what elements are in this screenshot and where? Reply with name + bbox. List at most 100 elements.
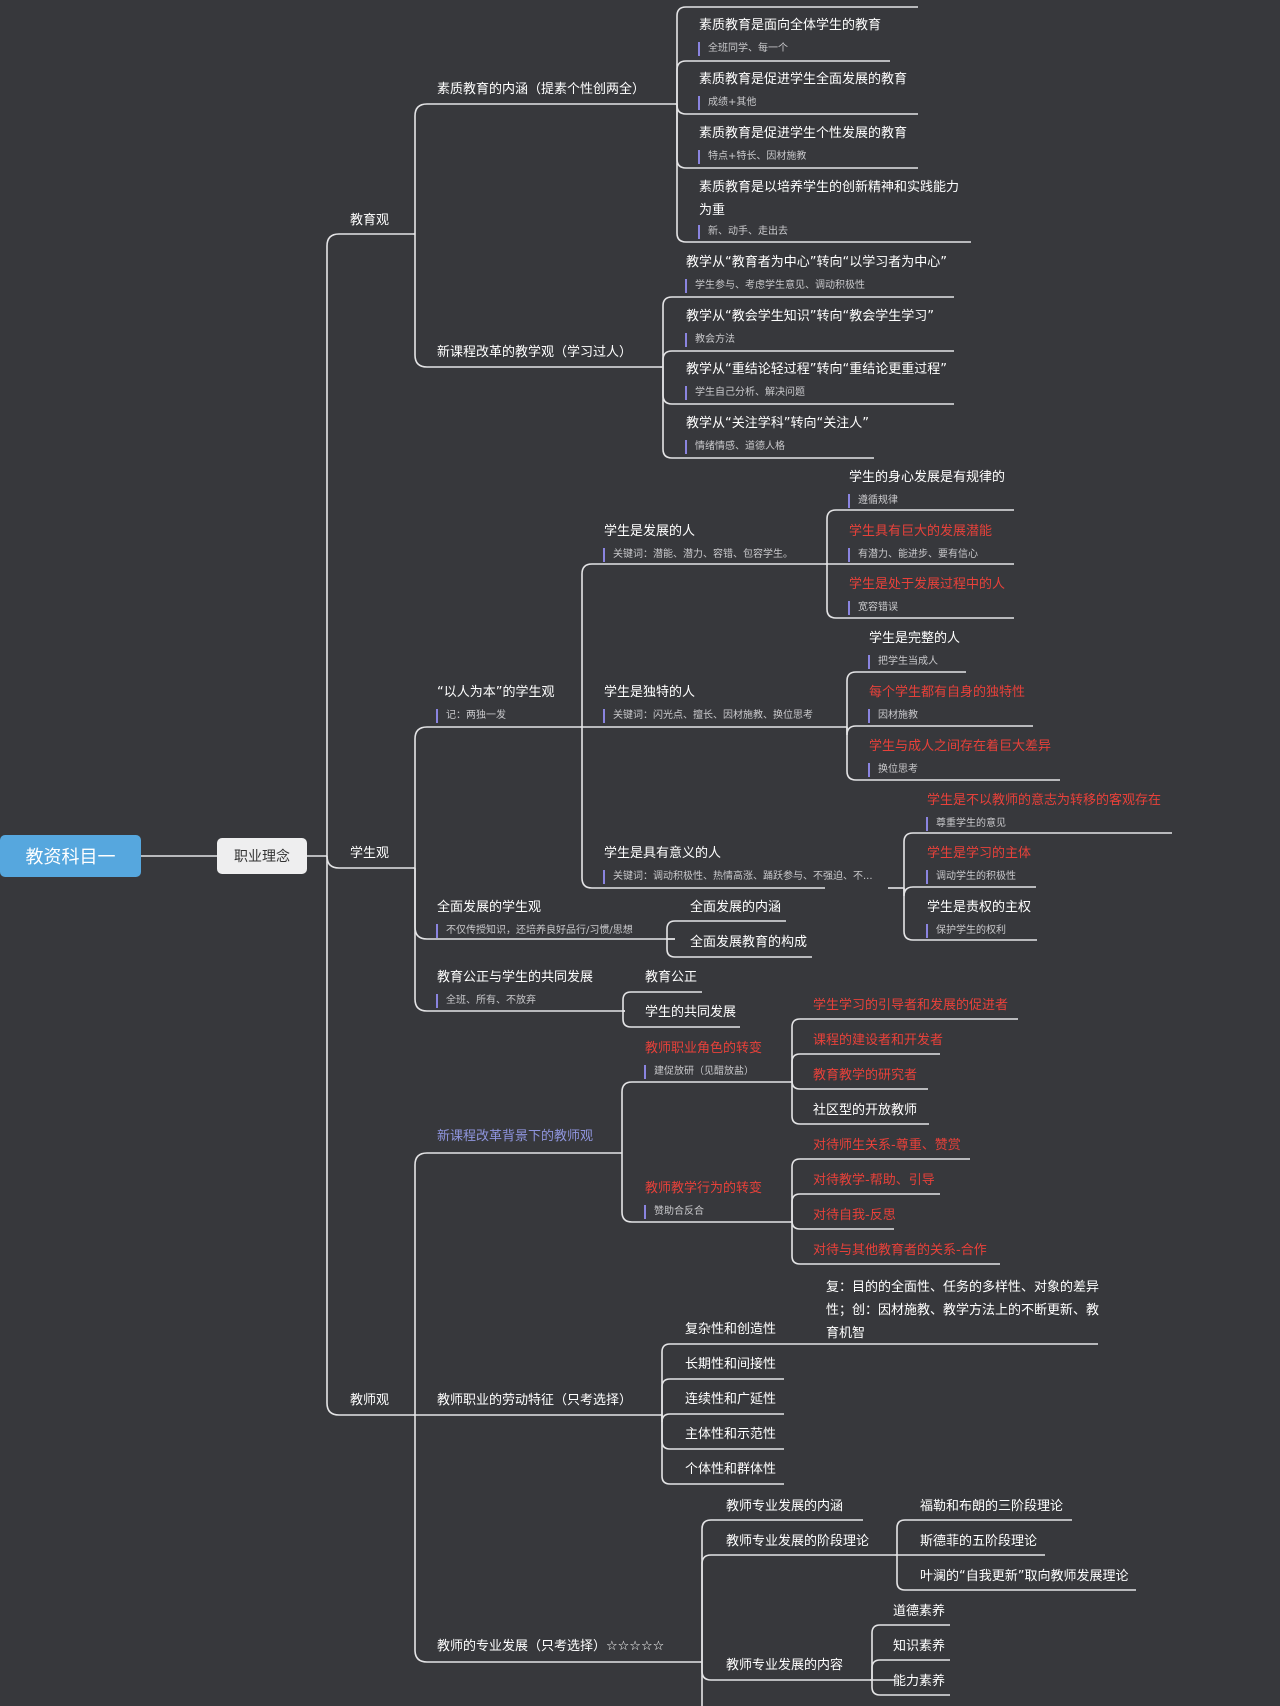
node-people-oriented[interactable]: “以人为本”的学生观 (437, 685, 555, 700)
note: 关键词：潜能、潜力、容错、包容学生。 (603, 548, 793, 562)
node-labor-item[interactable]: 连续性和广延性 (685, 1392, 777, 1407)
node-behavior-item[interactable]: 对待教学-帮助、引导 (813, 1173, 935, 1188)
note: 新、动手、走出去 (698, 225, 788, 239)
note: 学生参与、考虑学生意见、调动积极性 (685, 279, 865, 293)
note: 全班、所有、不放弃 (436, 994, 536, 1008)
connector-branch (662, 367, 874, 459)
node-dev-item[interactable]: 学生是处于发展过程中的人 (849, 577, 1006, 592)
connector-branch (621, 1153, 790, 1223)
node-behavior-item[interactable]: 对待与其他教育者的关系-合作 (813, 1243, 987, 1258)
node-prof-content[interactable]: 教师专业发展的内容 (726, 1658, 844, 1673)
node-all-round-item[interactable]: 全面发展教育的构成 (690, 935, 808, 950)
node-teaching-item[interactable]: 教学从“教会学生知识”转向“教会学生学习” (686, 309, 934, 324)
connector-branch (666, 920, 786, 939)
connector-branch (846, 725, 1033, 736)
node-developing-person[interactable]: 学生是发展的人 (604, 524, 696, 539)
node-professional-dev[interactable]: 教师的专业发展（只考选择）☆☆☆☆☆ (437, 1639, 665, 1654)
node-meaning-item[interactable]: 学生是学习的主体 (927, 846, 1032, 861)
node-quality-item[interactable]: 素质教育是促进学生全面发展的教育 (699, 72, 908, 87)
connector-branch (414, 868, 625, 1012)
node-prof-connotation[interactable]: 教师专业发展的内涵 (726, 1499, 844, 1514)
node-education-view[interactable]: 教育观 (350, 213, 390, 228)
note: 保护学生的权利 (926, 924, 1006, 938)
node-dev-item[interactable]: 学生的身心发展是有规律的 (849, 470, 1006, 485)
node-meaning-item[interactable]: 学生是责权的主权 (927, 900, 1032, 915)
node-labor-desc: 复：目的的全面性、任务的多样性、对象的差异性；创：因材施教、教学方法上的不断更新… (826, 1280, 1100, 1341)
node-meaningful-person[interactable]: 学生是具有意义的人 (604, 846, 722, 861)
node-quality-item[interactable]: 素质教育是以培养学生的创新精神和实践能力为重 (699, 180, 960, 218)
node-labor-item[interactable]: 复杂性和创造性 (685, 1322, 777, 1337)
node-quality-item[interactable]: 素质教育是面向全体学生的教育 (699, 18, 882, 33)
node-role-item[interactable]: 社区型的开放教师 (813, 1103, 918, 1118)
node-labor-features[interactable]: 教师职业的劳动特征（只考选择） (437, 1393, 633, 1408)
connector-branch (701, 1662, 703, 1706)
node-role-item[interactable]: 学生学习的引导者和发展的促进者 (813, 998, 1009, 1013)
connector-branch (622, 1011, 740, 1028)
connector-branch (701, 1554, 895, 1662)
note: 关键词：调动积极性、热情高涨、踊跃参与、不强迫、不... (603, 870, 873, 884)
note: 记：两独一发 (436, 709, 506, 723)
node-behavior-item[interactable]: 对待自我-反思 (813, 1208, 896, 1223)
node-curriculum-teaching-view[interactable]: 新课程改革的教学观（学习过人） (437, 345, 633, 360)
node-role-change[interactable]: 教师职业角色的转变 (645, 1041, 763, 1056)
node-behavior-item[interactable]: 对待师生关系-尊重、赞赏 (813, 1138, 961, 1153)
connector-branch (791, 1080, 928, 1090)
node-labor-item[interactable]: 长期性和间接性 (685, 1357, 777, 1372)
note: 全班同学、每一个 (698, 42, 788, 56)
connector-branch (622, 991, 702, 1011)
connector-branch (661, 1415, 784, 1485)
node-unique-item[interactable]: 每个学生都有自身的独特性 (869, 685, 1026, 700)
connector-branch (791, 1193, 940, 1222)
node-equity[interactable]: 教育公正与学生的共同发展 (437, 970, 594, 985)
connector-branch (871, 1659, 950, 1680)
node-teaching-item[interactable]: 教学从“教育者为中心”转向“以学习者为中心” (686, 255, 947, 270)
node-equity-item[interactable]: 学生的共同发展 (645, 1005, 737, 1020)
node-prof-stage-theory[interactable]: 教师专业发展的阶段理论 (726, 1534, 870, 1549)
note: 教会方法 (685, 333, 735, 347)
connector-branch (791, 1220, 894, 1230)
node-all-round-item[interactable]: 全面发展的内涵 (690, 900, 782, 915)
note: 不仅传授知识，还培养良好品行/习惯/思想 (436, 924, 633, 938)
node-stage-item[interactable]: 福勒和布朗的三阶段理论 (920, 1499, 1064, 1514)
node-student-view[interactable]: 学生观 (350, 846, 390, 861)
node-role-item[interactable]: 课程的建设者和开发者 (813, 1033, 944, 1048)
node-unique-item[interactable]: 学生是完整的人 (869, 631, 961, 646)
node-unique-item[interactable]: 学生与成人之间存在着巨大差异 (869, 739, 1052, 754)
connector-branch (676, 60, 890, 104)
node-teaching-item[interactable]: 教学从“关注学科”转向“关注人” (686, 416, 869, 431)
node-meaning-item[interactable]: 学生是不以教师的意志为转移的客观存在 (927, 793, 1162, 808)
connector-branch (791, 1158, 970, 1222)
connector-branch (846, 671, 966, 727)
connector-branch (903, 832, 1172, 888)
node-labor-item[interactable]: 个体性和群体性 (685, 1462, 777, 1477)
node-content-item[interactable]: 道德素养 (893, 1604, 946, 1619)
node-stage-item[interactable]: 斯德菲的五阶段理论 (920, 1534, 1038, 1549)
node-equity-item[interactable]: 教育公正 (645, 970, 698, 985)
node-behavior-change[interactable]: 教师教学行为的转变 (645, 1181, 763, 1196)
note: 尊重学生的意见 (926, 817, 1006, 831)
connector-branch (871, 1680, 950, 1696)
connector-branch (903, 886, 1036, 897)
note: 学生自己分析、解决问题 (685, 386, 805, 400)
node-stage-item[interactable]: 叶澜的“自我更新”取向教师发展理论 (920, 1569, 1129, 1584)
node-dev-item[interactable]: 学生具有巨大的发展潜能 (849, 524, 993, 539)
connector-branch (676, 104, 971, 243)
root-node[interactable]: 教资科目一 (0, 835, 141, 877)
note: 关键词：闪光点、擅长、因材施教、换位思考 (603, 709, 813, 723)
node-content-item[interactable]: 能力素养 (893, 1674, 946, 1689)
node-labor-item[interactable]: 主体性和示范性 (685, 1427, 777, 1442)
node-all-round-view[interactable]: 全面发展的学生观 (437, 900, 542, 915)
node-career-philosophy[interactable]: 职业理念 (217, 838, 307, 874)
node-role-item[interactable]: 教育教学的研究者 (813, 1068, 918, 1083)
node-new-curriculum-teacher[interactable]: 新课程改革背景下的教师观 (437, 1129, 594, 1144)
connector-branch (661, 1378, 784, 1415)
node-quality-education[interactable]: 素质教育的内涵（提素个性创两全） (437, 82, 646, 97)
node-content-item[interactable]: 知识素养 (893, 1639, 946, 1654)
node-quality-item[interactable]: 素质教育是促进学生个性发展的教育 (699, 126, 908, 141)
node-teacher-view[interactable]: 教师观 (350, 1393, 390, 1408)
node-teaching-item[interactable]: 教学从“重结论轻过程”转向“重结论更重过程” (686, 362, 947, 377)
note: 调动学生的积极性 (926, 870, 1016, 884)
note: 把学生当成人 (868, 655, 938, 669)
node-unique-person[interactable]: 学生是独特的人 (604, 685, 696, 700)
